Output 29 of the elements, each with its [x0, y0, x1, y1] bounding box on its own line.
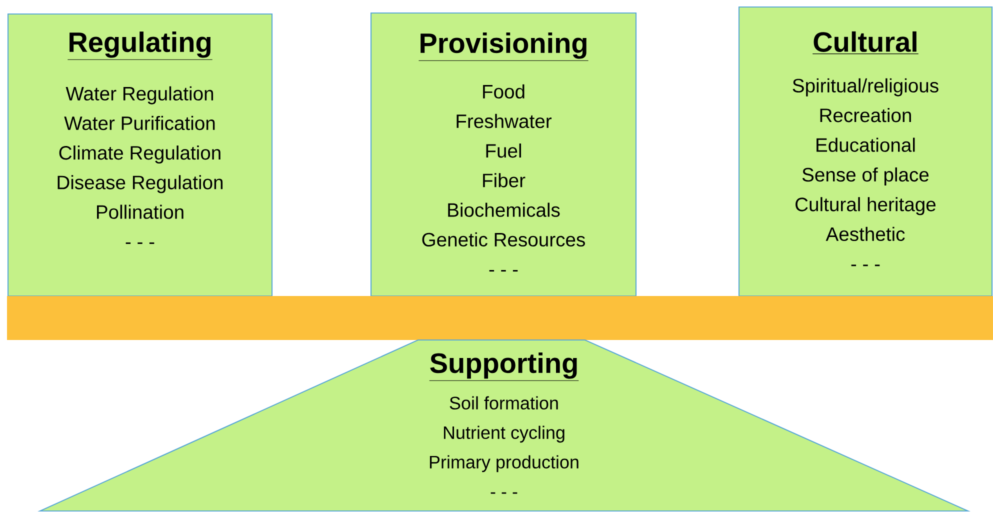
list-item: Sense of place	[802, 167, 929, 186]
list-item: Aesthetic	[826, 226, 905, 242]
heading: Cultural	[812, 31, 919, 54]
heading: Provisioning	[418, 32, 589, 61]
list-item: Disease Regulation	[58, 175, 223, 194]
list-item: Fiber	[483, 173, 526, 188]
list-item: Water Purification	[64, 116, 215, 130]
list-item: Pollination	[97, 204, 184, 219]
list-item: Soil formation	[450, 396, 558, 410]
list-item: Fuel	[486, 144, 522, 158]
list-item: Water Regulation	[66, 86, 214, 104]
list-item: Freshwater	[456, 114, 552, 128]
list-item: Spiritual/religious	[792, 78, 938, 96]
list-item: - - -	[126, 242, 154, 244]
list-item: Climate Regulation	[59, 146, 220, 164]
list-item: Primary production	[430, 455, 578, 472]
list-item: - - -	[851, 264, 880, 266]
heading: Regulating	[67, 32, 213, 60]
list-item: Genetic Resources	[422, 232, 585, 247]
beam-bar	[7, 296, 993, 340]
list-item: - - -	[489, 270, 518, 272]
list-item: Nutrient cycling	[444, 426, 564, 443]
list-item: Cultural heritage	[796, 197, 936, 216]
list-item: Recreation	[820, 108, 911, 122]
list-item: - - -	[490, 492, 518, 494]
list-item: Food	[483, 84, 524, 99]
list-item: Biochemicals	[448, 202, 560, 217]
heading: Supporting	[429, 352, 579, 381]
list-item: Educational	[816, 138, 915, 152]
